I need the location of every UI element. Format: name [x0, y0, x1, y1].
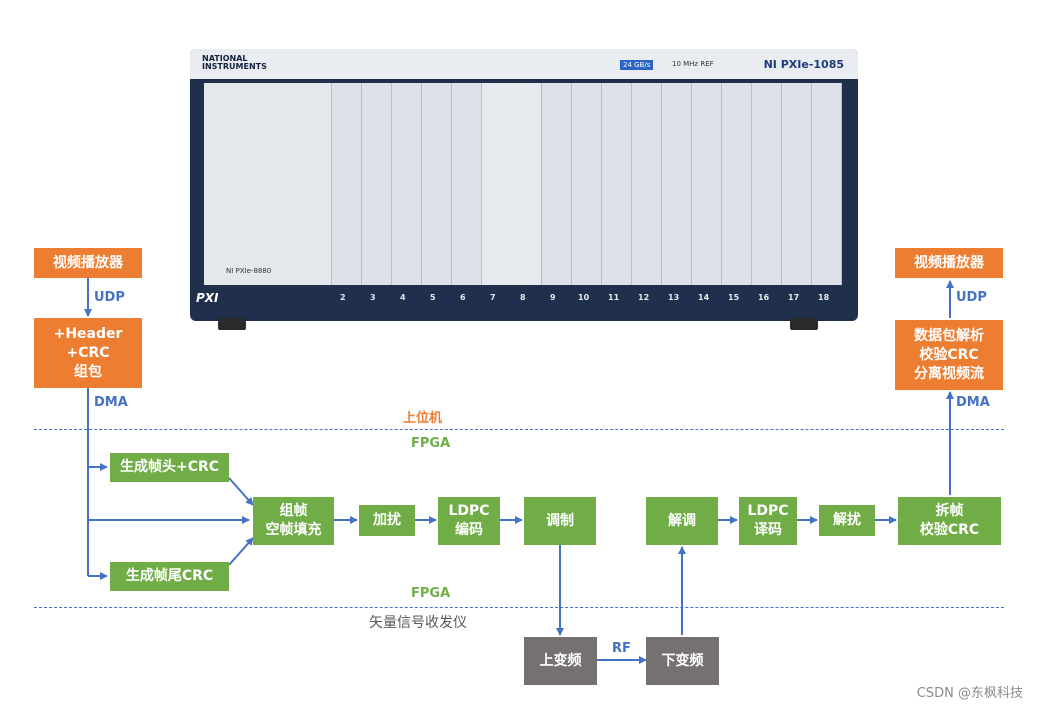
framing-box: 组帧 空帧填充	[253, 497, 334, 545]
module-slot-panel	[632, 83, 662, 285]
module-slot-panel	[782, 83, 812, 285]
slot-number: 18	[818, 293, 830, 302]
pxi-chassis-illustration: NATIONAL INSTRUMENTS 24 GB/s 10 MHz REF …	[190, 49, 858, 330]
controller-label: NI PXIe-8880	[226, 267, 272, 275]
arrow-tail-to-framing	[228, 537, 254, 566]
module-slot-panel	[812, 83, 842, 285]
slot-number: 9	[550, 293, 556, 302]
slot-number: 15	[728, 293, 740, 302]
controller-module: NI PXIe-8880	[204, 83, 332, 285]
gen-header-crc-box: 生成帧头+CRC	[110, 453, 229, 482]
ldpc-decode-box: LDPC 译码	[739, 497, 797, 545]
slot-number: 10	[578, 293, 590, 302]
modulate-box: 调制	[524, 497, 596, 545]
slot-number: 12	[638, 293, 650, 302]
slot-number: 2	[340, 293, 346, 302]
slot-number: 5	[430, 293, 436, 302]
module-slot-panel	[602, 83, 632, 285]
watermark: CSDN @东枫科技	[916, 686, 1023, 701]
left-udp-label: UDP	[94, 290, 125, 305]
slot-number: 3	[370, 293, 376, 302]
chassis-ref-label: 10 MHz REF	[672, 60, 714, 68]
module-slot-panel	[392, 83, 422, 285]
zone-divider-vst	[34, 607, 1004, 608]
demodulate-box: 解调	[646, 497, 718, 545]
pxi-logo: PXI	[196, 291, 219, 305]
right-udp-label: UDP	[956, 290, 987, 305]
module-slot-panel	[482, 83, 542, 285]
module-slot-panel	[542, 83, 572, 285]
zone-label-fpga-top: FPGA	[411, 436, 451, 451]
left-dma-label: DMA	[94, 395, 128, 410]
zone-label-fpga-bottom: FPGA	[411, 586, 451, 601]
slot-number: 16	[758, 293, 770, 302]
arrow-header-to-framing	[228, 477, 254, 506]
chassis-model-label: NI PXIe-1085	[763, 58, 844, 71]
rf-label: RF	[612, 641, 631, 656]
deframe-box: 拆帧 校验CRC	[898, 497, 1001, 545]
module-slot-panel	[752, 83, 782, 285]
chassis-foot	[790, 318, 818, 330]
slot-number: 14	[698, 293, 710, 302]
module-slot-panel	[422, 83, 452, 285]
slot-number: 6	[460, 293, 466, 302]
zone-divider-host	[34, 429, 1004, 430]
left-video-player-box: 视频播放器	[34, 248, 142, 278]
slot-number: 13	[668, 293, 680, 302]
slot-number: 4	[400, 293, 406, 302]
module-slot-panel	[362, 83, 392, 285]
slot-number: 8	[520, 293, 526, 302]
chassis-foot	[218, 318, 246, 330]
module-slot-panel	[332, 83, 362, 285]
scramble-box: 加扰	[359, 505, 415, 536]
ni-logo: NATIONAL INSTRUMENTS	[202, 54, 267, 71]
module-slot-panel	[452, 83, 482, 285]
zone-label-vst: 矢量信号收发仪	[369, 615, 467, 631]
upconvert-box: 上变频	[524, 637, 597, 685]
slot-number: 17	[788, 293, 800, 302]
module-slot-panel	[692, 83, 722, 285]
zone-label-host: 上位机	[403, 411, 443, 426]
gen-tail-crc-box: 生成帧尾CRC	[110, 562, 229, 591]
descramble-box: 解扰	[819, 505, 875, 536]
parse-box: 数据包解析 校验CRC 分离视频流	[895, 320, 1003, 390]
module-slot-panel	[722, 83, 752, 285]
module-slot-panel	[662, 83, 692, 285]
ldpc-encode-box: LDPC 编码	[438, 497, 500, 545]
slot-number: 11	[608, 293, 620, 302]
downconvert-box: 下变频	[646, 637, 719, 685]
slot-number: 7	[490, 293, 496, 302]
module-slot-panel	[572, 83, 602, 285]
chassis-speed-label: 24 GB/s	[620, 60, 654, 70]
right-video-player-box: 视频播放器	[895, 248, 1003, 278]
pack-box: +Header +CRC 组包	[34, 318, 142, 388]
chassis-top-bar	[190, 49, 858, 79]
right-dma-label: DMA	[956, 395, 990, 410]
